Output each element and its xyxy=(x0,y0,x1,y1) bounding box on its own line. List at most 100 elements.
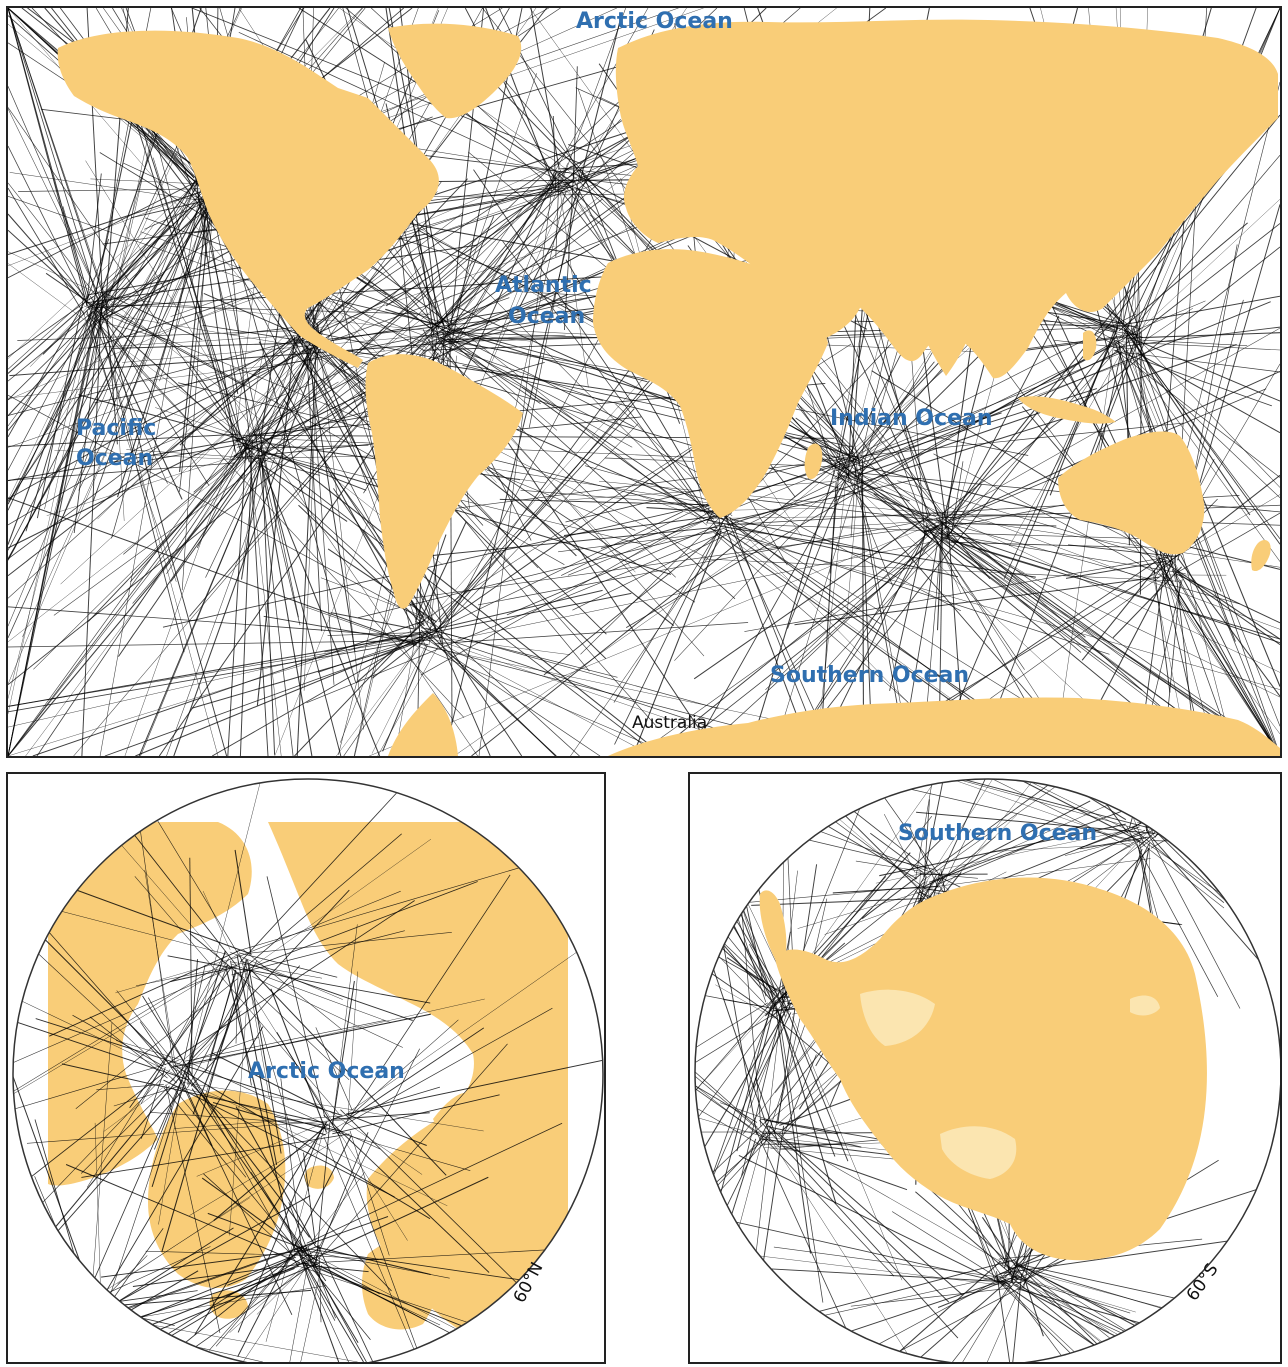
ship-track-line xyxy=(713,494,933,521)
ship-track-line xyxy=(283,399,443,639)
ship-track-line xyxy=(237,1135,352,1357)
ship-track-line xyxy=(299,1255,349,1362)
ship-track-line xyxy=(462,365,860,464)
ship-track-line xyxy=(1137,300,1206,330)
arctic-land-novaya xyxy=(433,1092,470,1134)
ship-track-line xyxy=(8,213,84,301)
ship-track-line xyxy=(744,554,1178,632)
ship-track-line xyxy=(695,783,790,990)
ship-track-line xyxy=(349,1130,390,1256)
ship-track-line xyxy=(907,823,939,889)
ship-track-line xyxy=(695,1082,758,1123)
ship-track-line xyxy=(1023,1264,1280,1322)
ship-track-line xyxy=(104,633,442,756)
ship-track-line xyxy=(60,344,322,585)
ship-track-line xyxy=(173,998,485,1070)
ship-track-line xyxy=(235,1106,316,1247)
land-india xyxy=(920,306,973,376)
arctic-dense-patch xyxy=(53,818,133,832)
ship-track-line xyxy=(13,954,237,1095)
arctic-land-north-america xyxy=(48,822,252,1186)
ship-track-line xyxy=(695,1067,758,1128)
land-indonesia xyxy=(1018,396,1116,424)
ship-track-line xyxy=(211,1052,324,1110)
ice-shelf-amery xyxy=(1130,995,1160,1016)
ship-track-line xyxy=(695,782,774,998)
ship-track-line xyxy=(169,889,350,1084)
ship-track-line xyxy=(438,408,635,623)
ship-track-line xyxy=(951,315,1060,521)
ship-track-line xyxy=(132,458,257,604)
ship-track-line xyxy=(477,515,949,606)
ship-track-line xyxy=(708,1249,1012,1287)
ship-track-line xyxy=(1019,1265,1140,1362)
ship-track-line xyxy=(179,183,214,492)
label-pacific-1: Pacific xyxy=(76,416,156,441)
ship-track-line xyxy=(252,976,403,1048)
land-antarctica-main xyxy=(608,697,1280,756)
ship-track-line xyxy=(8,639,433,648)
ship-track-line xyxy=(92,272,664,309)
antarctic-map-panel: Southern Ocean 60°S xyxy=(688,772,1282,1364)
ship-track-line xyxy=(920,779,1074,883)
ship-track-line xyxy=(371,644,427,754)
ship-track-line xyxy=(100,1066,187,1323)
ship-track-line xyxy=(784,1073,838,1134)
ship-track-line xyxy=(942,779,1155,830)
ship-track-line xyxy=(1145,829,1241,1009)
ship-track-line xyxy=(136,965,234,987)
ship-track-line xyxy=(8,637,418,707)
ship-track-line xyxy=(137,442,249,463)
ship-track-line xyxy=(8,229,255,456)
ship-track-line xyxy=(914,1281,1007,1362)
ship-track-line xyxy=(940,536,1280,640)
ship-track-line xyxy=(90,1022,113,1308)
ship-track-line xyxy=(117,1135,343,1284)
ship-track-line xyxy=(259,444,342,756)
ship-track-line xyxy=(8,306,97,427)
ship-track-line xyxy=(176,1069,392,1292)
ship-track-line xyxy=(521,386,705,520)
land-japan xyxy=(1111,243,1137,281)
ship-track-line xyxy=(1155,568,1280,756)
ship-track-line xyxy=(190,965,301,1087)
ship-track-line xyxy=(95,1311,114,1362)
ship-track-line xyxy=(870,832,924,874)
ship-track-line xyxy=(842,465,1238,755)
ship-track-line xyxy=(202,324,315,344)
ship-track-line xyxy=(239,779,415,963)
ship-track-line xyxy=(172,1087,247,1178)
ship-track-line xyxy=(695,992,791,1129)
ship-track-line xyxy=(212,1101,326,1136)
antarctic-latitude-circle xyxy=(694,778,1280,1362)
ship-track-line xyxy=(937,1275,1018,1308)
ship-track-line xyxy=(1141,839,1280,934)
ship-track-line xyxy=(747,465,837,756)
land-new-zealand xyxy=(1251,540,1271,572)
ship-track-line xyxy=(1138,339,1280,488)
ship-track-line xyxy=(238,971,408,1241)
ship-track-line xyxy=(13,1293,99,1326)
ship-track-line xyxy=(93,1325,217,1362)
ship-track-line xyxy=(95,273,164,323)
ship-track-line xyxy=(440,328,635,428)
ship-track-line xyxy=(8,188,208,370)
ship-track-line xyxy=(517,191,580,312)
ship-track-line xyxy=(331,1086,441,1120)
ship-track-line xyxy=(259,459,381,756)
ship-track-line xyxy=(260,461,313,756)
ship-track-line xyxy=(13,1308,100,1333)
ship-track-line xyxy=(1154,779,1200,838)
ship-track-line xyxy=(695,1115,766,1138)
ship-track-line xyxy=(332,1094,500,1135)
ship-track-line xyxy=(1131,779,1229,829)
ship-track-line xyxy=(620,515,715,562)
ship-track-line xyxy=(165,1084,221,1333)
antarctic-label-latitude: 60°S xyxy=(1183,1260,1223,1305)
ship-track-line xyxy=(579,20,621,183)
ship-track-line xyxy=(434,622,749,645)
ship-track-line xyxy=(45,272,99,310)
ship-track-line xyxy=(1064,325,1129,418)
ship-track-line xyxy=(8,301,96,715)
ship-track-line xyxy=(457,540,936,640)
